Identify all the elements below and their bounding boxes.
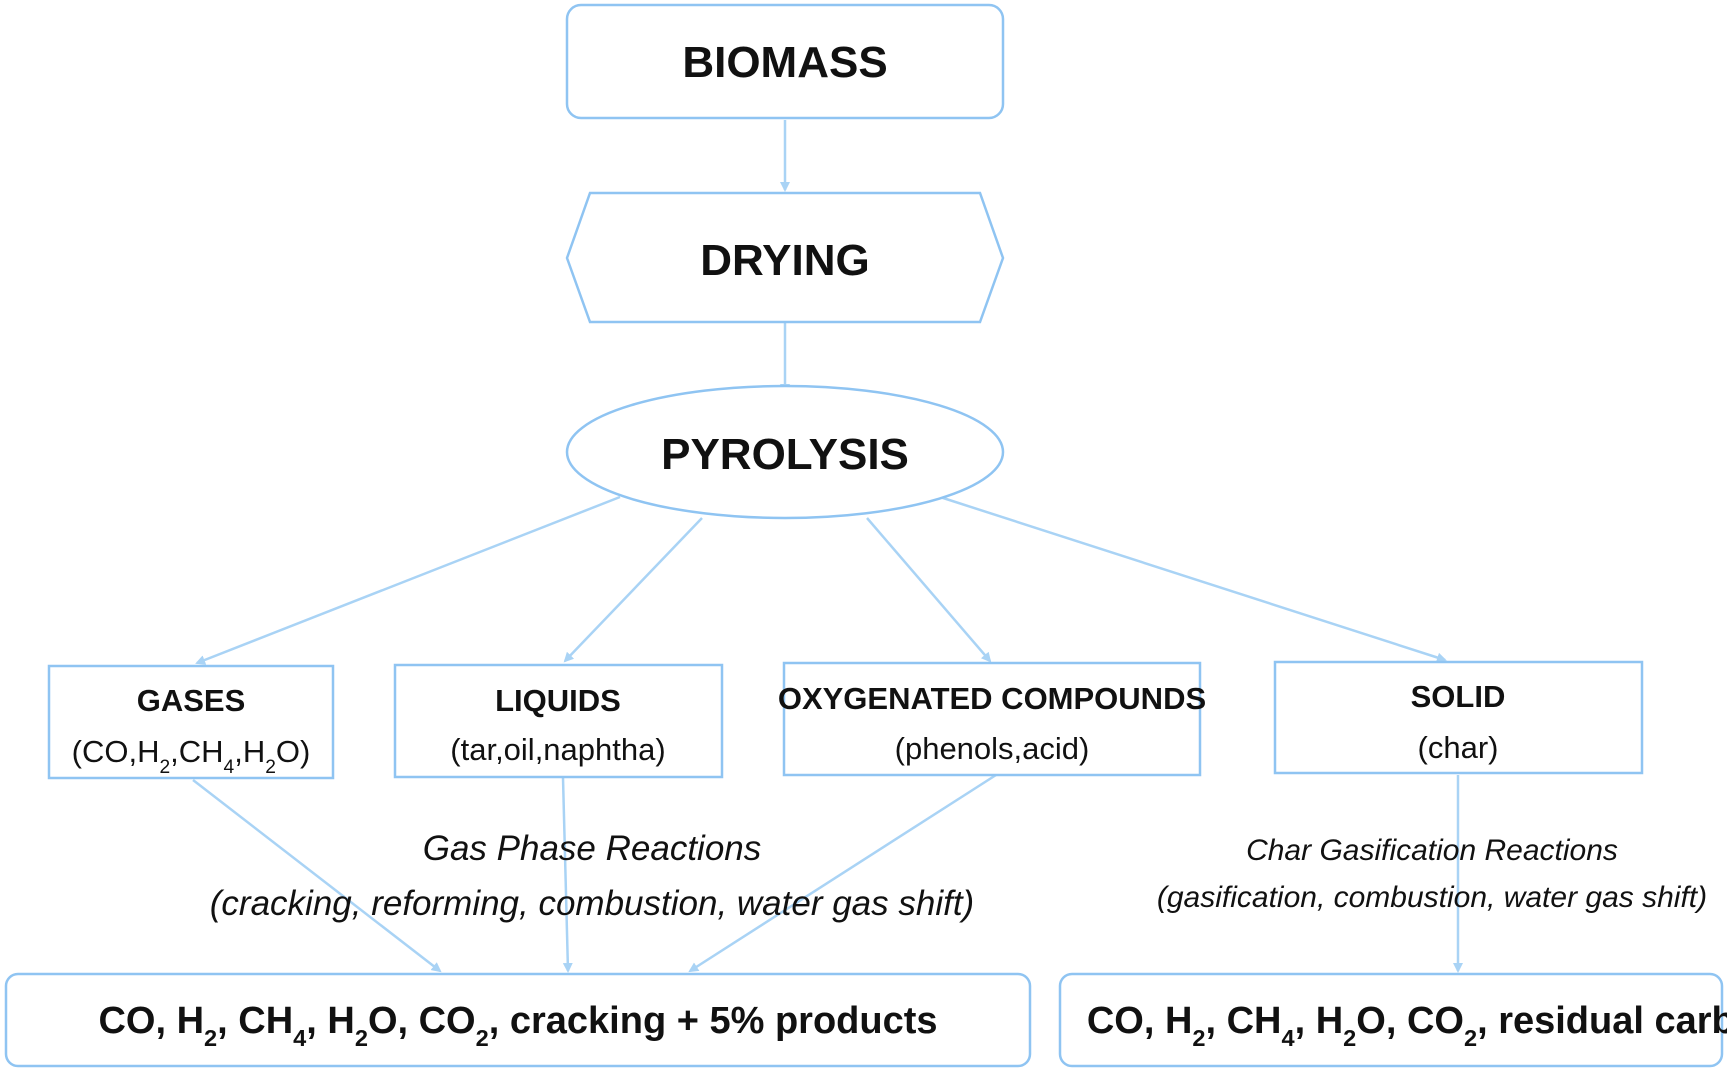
arrow-pyrolysis-gases (195, 495, 621, 665)
solid-node: SOLID (char) (1273, 660, 1644, 775)
arrow-pyrolysis-oxygenated (866, 517, 992, 663)
oxygenated-sub: (phenols,acid) (895, 731, 1090, 766)
char-gasification-list: (gasification, combustion, water gas shi… (1157, 881, 1707, 914)
solid-title: SOLID (1411, 679, 1506, 714)
gas-phase-title: Gas Phase Reactions (423, 829, 762, 868)
biomass-label: BIOMASS (682, 38, 887, 87)
drying-label: DRYING (700, 236, 870, 285)
arrow-gases-result (192, 779, 442, 973)
arrow-pyrolysis-liquids (563, 517, 703, 663)
gases-title: GASES (137, 683, 246, 718)
pyrolysis-node: PYROLYSIS (565, 384, 1005, 520)
gases-formula: (CO,H2,CH4,H2O) (72, 734, 311, 778)
arrow-oxygenated-result (688, 773, 997, 973)
oxygenated-title: OXYGENATED COMPOUNDS (778, 681, 1206, 716)
liquids-node: LIQUIDS (tar,oil,naphtha) (393, 663, 724, 779)
gas-result-label: CO, H2, CH4, H2O, CO2, cracking + 5% pro… (98, 1000, 937, 1051)
liquids-title: LIQUIDS (495, 683, 621, 718)
char-result-node: CO, H2, CH4, H2O, CO2, residual carbon (1058, 972, 1727, 1068)
char-gasification-title: Char Gasification Reactions (1246, 834, 1618, 867)
gas-result-node: CO, H2, CH4, H2O, CO2, cracking + 5% pro… (4, 972, 1032, 1068)
drying-node: DRYING (565, 191, 1005, 324)
biomass-node: BIOMASS (565, 3, 1005, 120)
char-result-label: CO, H2, CH4, H2O, CO2, residual carbon (1087, 1000, 1727, 1051)
arrow-pyrolysis-solid (939, 495, 1447, 663)
pyrolysis-label: PYROLYSIS (661, 430, 909, 479)
solid-sub: (char) (1418, 730, 1499, 765)
gas-phase-list: (cracking, reforming, combustion, water … (210, 884, 974, 923)
arrow-liquids-result (561, 777, 573, 973)
liquids-sub: (tar,oil,naphtha) (450, 732, 665, 767)
oxygenated-node: OXYGENATED COMPOUNDS (phenols,acid) (778, 661, 1206, 777)
connectors (192, 120, 1463, 973)
gases-node: GASES (CO,H2,CH4,H2O) (47, 664, 335, 780)
